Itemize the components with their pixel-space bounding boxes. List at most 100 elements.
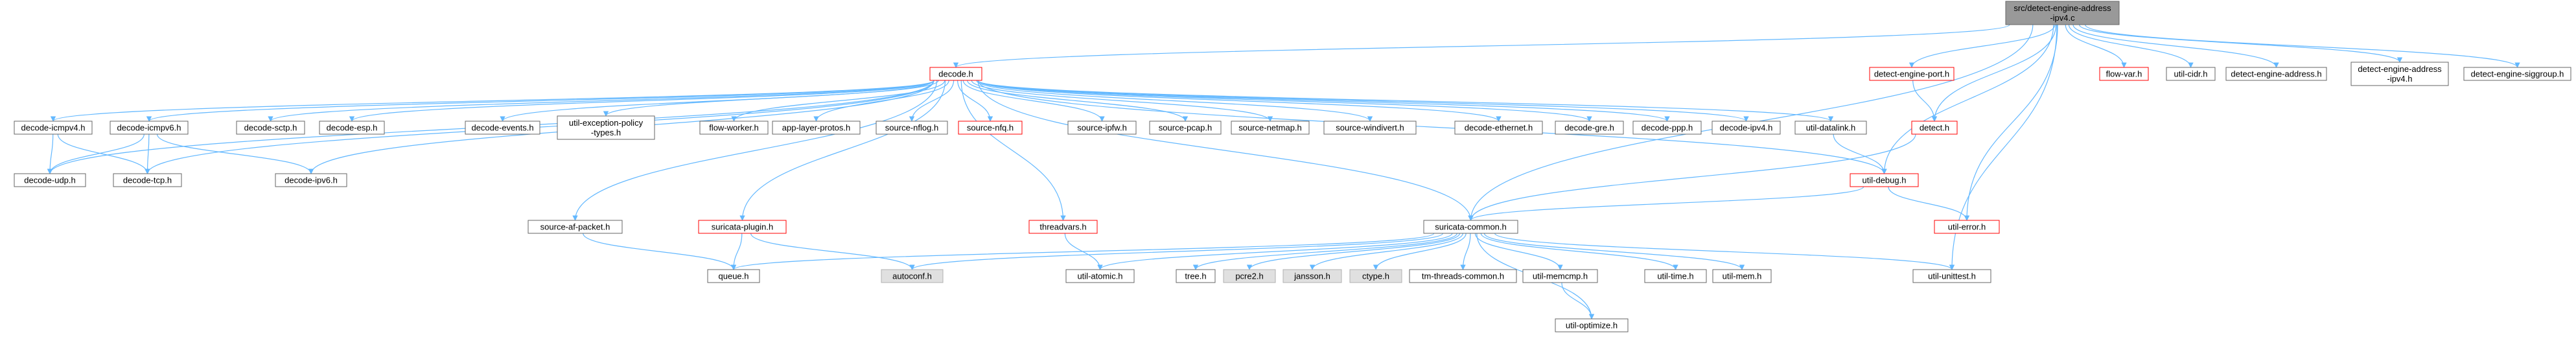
node-queue-h[interactable]: queue.h <box>707 269 760 283</box>
node-source-nflog[interactable]: source-nflog.h <box>876 121 948 135</box>
node-decode-esp[interactable]: decode-esp.h <box>319 121 385 135</box>
node-autoconf[interactable]: autoconf.h <box>881 269 944 283</box>
node-pcre2[interactable]: pcre2.h <box>1223 269 1276 283</box>
node-detect-h[interactable]: detect.h <box>1911 121 1958 135</box>
node-decode-events[interactable]: decode-events.h <box>465 121 540 135</box>
node-decode-ppp[interactable]: decode-ppp.h <box>1632 121 1702 135</box>
edge-decode_h-to-source_af_packet <box>572 80 938 221</box>
node-threadvars[interactable]: threadvars.h <box>1028 220 1098 234</box>
node-label: queue.h <box>719 272 749 281</box>
edge-decode_h-to-decode_icmpv6 <box>146 80 934 122</box>
node-box <box>2463 67 2571 81</box>
node-detect-engine-address-ipv4-h[interactable]: detect-engine-address-ipv4.h <box>2350 62 2449 86</box>
edge-suricata_common-to-util_atomic <box>1097 233 1453 270</box>
node-suricata-plugin[interactable]: suricata-plugin.h <box>698 220 787 234</box>
node-tree-h[interactable]: tree.h <box>1176 269 1216 283</box>
node-util-datalink[interactable]: util-datalink.h <box>1794 121 1867 135</box>
node-util-atomic[interactable]: util-atomic.h <box>1065 269 1135 283</box>
node-box <box>557 115 655 140</box>
edge-root-to-util_debug <box>1881 24 2054 174</box>
node-box <box>14 173 86 187</box>
edge-decode_h-to-decode_tcp <box>145 80 934 174</box>
edge-root-to-detect_engine_port <box>1909 24 2056 68</box>
node-decode-sctp[interactable]: decode-sctp.h <box>236 121 305 135</box>
node-util-exception-policy[interactable]: util-exception-policy-types.h <box>557 115 655 140</box>
node-source-windivert[interactable]: source-windivert.h <box>1323 121 1417 135</box>
node-util-time[interactable]: util-time.h <box>1644 269 1707 283</box>
edge-suricata_common-to-util_time <box>1480 233 1678 270</box>
node-label: autoconf.h <box>892 272 932 281</box>
edge-decode_h-to-threadvars <box>960 80 1066 221</box>
edge-source_af_packet-to-queue_h <box>583 233 737 270</box>
node-util-memcmp[interactable]: util-memcmp.h <box>1522 269 1598 283</box>
edge-decode_icmpv6-to-decode_tcp <box>145 134 150 174</box>
node-util-unittest[interactable]: util-unittest.h <box>1912 269 1991 283</box>
node-label: util-cidr.h <box>2174 69 2207 79</box>
node-decode-tcp[interactable]: decode-tcp.h <box>113 173 182 187</box>
node-label: util-unittest.h <box>1928 272 1976 281</box>
node-detect-engine-port[interactable]: detect-engine-port.h <box>1869 67 1955 81</box>
edge-suricata_common-to-util_mem <box>1483 233 1745 270</box>
node-util-mem[interactable]: util-mem.h <box>1712 269 1772 283</box>
edge-suricata_common-to-ctype <box>1373 233 1467 270</box>
node-suricata-common[interactable]: suricata-common.h <box>1423 220 1518 234</box>
edge-detect_engine_port-to-detect_h <box>1912 80 1938 122</box>
node-label: decode.h <box>938 69 973 79</box>
node-label: suricata-common.h <box>1435 222 1507 232</box>
node-decode-icmpv6[interactable]: decode-icmpv6.h <box>110 121 189 135</box>
node-source-netmap[interactable]: source-netmap.h <box>1231 121 1310 135</box>
node-box <box>1632 121 1702 135</box>
edge-root-to-flow_var <box>2065 24 2127 68</box>
node-flow-worker[interactable]: flow-worker.h <box>699 121 769 135</box>
node-box <box>1223 269 1276 283</box>
node-ctype[interactable]: ctype.h <box>1349 269 1402 283</box>
node-label: source-windivert.h <box>1336 123 1404 133</box>
node-decode-icmpv4[interactable]: decode-icmpv4.h <box>14 121 93 135</box>
node-util-optimize[interactable]: util-optimize.h <box>1555 318 1629 332</box>
node-detect-engine-address[interactable]: detect-engine-address.h <box>2225 67 2327 81</box>
node-source-nfq[interactable]: source-nfq.h <box>958 121 1023 135</box>
node-decode-ipv6[interactable]: decode-ipv6.h <box>275 173 347 187</box>
node-util-error[interactable]: util-error.h <box>1934 220 2000 234</box>
node-label: -types.h <box>591 128 621 137</box>
edge-decode_h-to-source_ipfw <box>962 80 1105 122</box>
node-box <box>14 121 93 135</box>
edge-layer <box>47 24 2520 320</box>
node-box <box>2225 67 2327 81</box>
node-box <box>319 121 385 135</box>
node-util-cidr[interactable]: util-cidr.h <box>2166 67 2216 81</box>
edge-decode_h-to-decode_gre <box>977 80 1592 122</box>
node-detect-engine-siggroup[interactable]: detect-engine-siggroup.h <box>2463 67 2571 81</box>
node-label: decode-ipv6.h <box>284 176 338 185</box>
node-box <box>2005 1 2120 25</box>
node-decode-gre[interactable]: decode-gre.h <box>1555 121 1624 135</box>
node-util-debug[interactable]: util-debug.h <box>1850 173 1919 187</box>
edge-decode_icmpv6-to-decode_udp <box>47 134 145 174</box>
node-root[interactable]: src/detect-engine-address-ipv4.c <box>2005 1 2120 25</box>
node-label: decode-gre.h <box>1564 123 1614 133</box>
node-box <box>1934 220 2000 234</box>
node-label: app-layer-protos.h <box>782 123 851 133</box>
edge-root-to-util_cidr <box>2068 24 2194 68</box>
edge-root-to-detect_engine_address_ipv4_h <box>2078 24 2403 63</box>
node-decode-h[interactable]: decode.h <box>929 67 982 81</box>
node-label: util-memcmp.h <box>1533 272 1588 281</box>
node-decode-udp[interactable]: decode-udp.h <box>14 173 86 187</box>
node-box <box>1869 67 1955 81</box>
node-source-af-packet[interactable]: source-af-packet.h <box>528 220 623 234</box>
node-jansson[interactable]: jansson.h <box>1282 269 1342 283</box>
edge-decode_h-to-util_debug <box>977 80 1887 174</box>
node-decode-ipv4[interactable]: decode-ipv4.h <box>1712 121 1781 135</box>
edge-suricata_common-to-util_unittest <box>1494 233 1955 270</box>
node-box <box>1794 121 1867 135</box>
edge-decode_icmpv4-to-decode_udp <box>47 134 54 174</box>
node-tm-threads-common[interactable]: tm-threads-common.h <box>1409 269 1517 283</box>
node-label: jansson.h <box>1294 272 1330 281</box>
node-flow-var[interactable]: flow-var.h <box>2099 67 2149 81</box>
node-source-pcap[interactable]: source-pcap.h <box>1149 121 1222 135</box>
node-source-ipfw[interactable]: source-ipfw.h <box>1067 121 1137 135</box>
node-decode-ethernet[interactable]: decode-ethernet.h <box>1454 121 1543 135</box>
node-app-layer-protos[interactable]: app-layer-protos.h <box>772 121 861 135</box>
edge-decode_h-to-decode_esp <box>349 80 934 122</box>
node-label: decode-icmpv4.h <box>21 123 86 133</box>
